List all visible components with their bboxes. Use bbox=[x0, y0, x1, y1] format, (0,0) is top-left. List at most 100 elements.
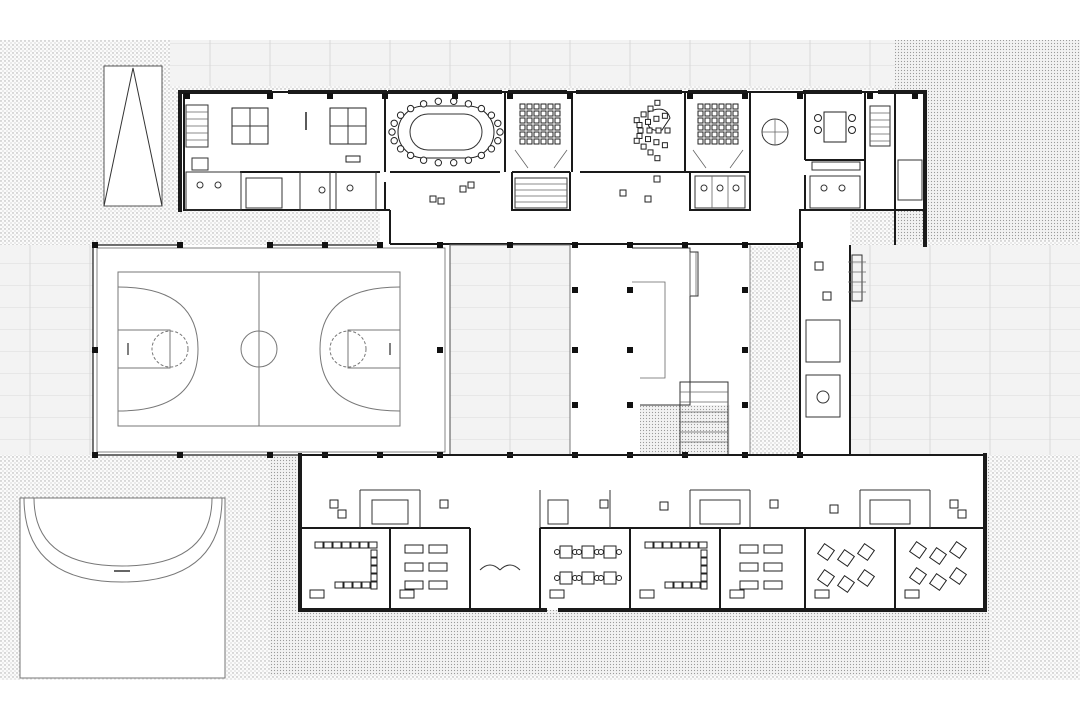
chair bbox=[636, 133, 643, 139]
desk bbox=[664, 581, 674, 589]
seat bbox=[526, 117, 533, 124]
column bbox=[267, 452, 273, 458]
seat bbox=[540, 110, 547, 117]
column bbox=[572, 347, 578, 353]
column bbox=[742, 242, 748, 248]
desk bbox=[352, 581, 362, 589]
desk bbox=[370, 573, 378, 582]
stair-north-east bbox=[869, 105, 891, 147]
seat bbox=[554, 138, 561, 145]
table bbox=[581, 545, 595, 559]
desk bbox=[700, 573, 708, 582]
desk bbox=[763, 580, 783, 590]
chair bbox=[434, 97, 442, 106]
desk bbox=[314, 541, 324, 549]
column bbox=[627, 242, 633, 248]
seat bbox=[704, 110, 711, 117]
desk bbox=[428, 562, 448, 572]
chair bbox=[487, 111, 496, 119]
teacher-desk bbox=[814, 589, 830, 599]
desk bbox=[370, 565, 378, 574]
column bbox=[267, 93, 273, 99]
table bbox=[948, 566, 968, 586]
column bbox=[92, 242, 98, 248]
lounge-chair bbox=[829, 504, 839, 514]
seat bbox=[519, 110, 526, 117]
chair bbox=[598, 549, 604, 555]
lecture-room-b bbox=[692, 103, 744, 169]
chair bbox=[598, 575, 604, 581]
desk bbox=[653, 541, 663, 549]
chair bbox=[390, 137, 398, 145]
table-tennis-room bbox=[231, 107, 367, 163]
lounge-chair bbox=[599, 499, 609, 509]
seat bbox=[540, 124, 547, 131]
seat bbox=[711, 124, 718, 131]
chair bbox=[654, 155, 661, 162]
column bbox=[377, 242, 383, 248]
seat bbox=[732, 117, 739, 124]
column bbox=[177, 242, 183, 248]
entrance-ramp bbox=[103, 65, 163, 207]
desk bbox=[370, 549, 378, 558]
table bbox=[948, 540, 968, 560]
chair bbox=[494, 137, 502, 145]
column bbox=[797, 242, 803, 248]
lecture-room-a bbox=[514, 103, 568, 169]
seat bbox=[533, 138, 540, 145]
desk bbox=[700, 549, 708, 558]
desk bbox=[404, 562, 424, 572]
desk bbox=[700, 557, 708, 566]
toilet-block-center bbox=[694, 175, 746, 209]
table bbox=[816, 542, 836, 562]
seat bbox=[540, 138, 547, 145]
seat bbox=[718, 124, 725, 131]
chair bbox=[434, 159, 442, 167]
column bbox=[627, 347, 633, 353]
music-room bbox=[633, 99, 671, 162]
desk bbox=[763, 562, 783, 572]
column bbox=[912, 93, 918, 99]
table bbox=[581, 571, 595, 585]
chair bbox=[494, 119, 502, 128]
chair bbox=[406, 151, 415, 160]
table bbox=[559, 545, 573, 559]
chair bbox=[554, 549, 560, 555]
seat bbox=[540, 117, 547, 124]
chair bbox=[640, 143, 647, 150]
lounge-chair bbox=[439, 499, 449, 509]
seat bbox=[519, 131, 526, 138]
column bbox=[452, 93, 458, 99]
seat bbox=[718, 131, 725, 138]
seat bbox=[547, 110, 554, 117]
seat bbox=[547, 131, 554, 138]
column bbox=[184, 93, 190, 99]
column bbox=[742, 93, 748, 99]
table bbox=[603, 545, 617, 559]
seat bbox=[732, 124, 739, 131]
seat bbox=[718, 138, 725, 145]
chair bbox=[661, 112, 668, 119]
desk bbox=[368, 541, 378, 549]
column bbox=[177, 452, 183, 458]
teacher-desk bbox=[904, 589, 920, 599]
table bbox=[908, 540, 928, 560]
lounge-chair bbox=[949, 499, 959, 509]
column bbox=[92, 452, 98, 458]
desk bbox=[370, 557, 378, 566]
column bbox=[742, 347, 748, 353]
desk bbox=[682, 581, 692, 589]
seat bbox=[725, 117, 732, 124]
desk bbox=[644, 541, 654, 549]
seat bbox=[554, 131, 561, 138]
seat bbox=[697, 124, 704, 131]
seat bbox=[547, 117, 554, 124]
seat bbox=[732, 131, 739, 138]
desk bbox=[332, 541, 342, 549]
chair bbox=[636, 122, 643, 128]
seat bbox=[697, 110, 704, 117]
table bbox=[559, 571, 573, 585]
dining-room bbox=[811, 111, 861, 171]
column bbox=[742, 287, 748, 293]
seat bbox=[725, 138, 732, 145]
